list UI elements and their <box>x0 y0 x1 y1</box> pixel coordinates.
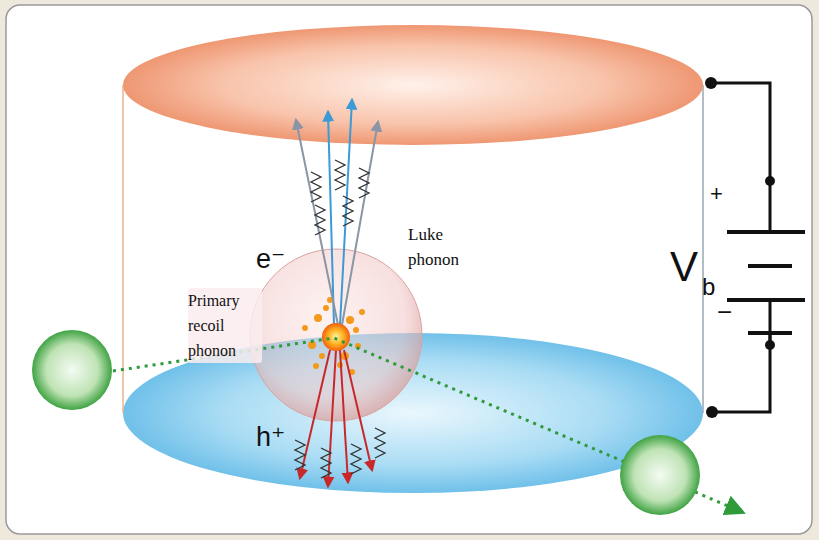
recoil-dot <box>319 353 325 359</box>
recoil-dot <box>314 314 322 322</box>
phonon-squiggle <box>351 444 361 474</box>
cylinder-side <box>122 85 124 413</box>
carrier-arrow <box>340 100 352 325</box>
interaction-sphere <box>250 249 422 421</box>
recoil-dot <box>302 325 308 331</box>
plus-sign: + <box>710 182 723 206</box>
recoil-dot <box>353 327 359 333</box>
recoil-core <box>322 323 350 351</box>
primary-recoil-label: Primary recoil phonon <box>188 288 262 363</box>
phonon-squiggle <box>295 440 305 470</box>
carrier-arrow <box>340 350 348 482</box>
carrier-arrows <box>296 100 378 486</box>
recoil-dot <box>346 316 354 324</box>
carrier-arrow <box>328 350 336 486</box>
top-electrode <box>123 25 703 145</box>
recoil-dot <box>313 363 319 369</box>
phonon-squiggle <box>359 168 369 198</box>
terminal-dots <box>705 77 775 418</box>
electron-label: e⁻ <box>256 244 285 274</box>
minus-sign: − <box>717 298 732 326</box>
phonon-squiggle <box>321 448 331 478</box>
recoil-dot <box>359 309 365 315</box>
phonon-squiggle <box>343 196 353 226</box>
voltage-label: V <box>670 244 698 290</box>
carrier-arrow <box>300 350 330 478</box>
carrier-arrow <box>296 120 338 325</box>
hole-label: h⁺ <box>256 422 285 452</box>
carrier-arrow <box>342 122 378 325</box>
cylinder-side <box>702 85 704 413</box>
scattered-particle <box>620 435 700 515</box>
bias-circuit <box>711 83 805 412</box>
phonon-squiggle <box>375 428 385 458</box>
incoming-particle <box>32 330 112 410</box>
luke-phonon-label: Luke phonon <box>408 222 488 272</box>
recoil-dot <box>323 305 329 311</box>
phonon-squiggle <box>335 160 345 190</box>
luke-phonon-squiggles <box>295 160 385 478</box>
carrier-arrow <box>344 350 372 470</box>
phonon-squiggle <box>311 172 321 202</box>
phonon-squiggle <box>315 205 325 235</box>
voltage-subscript: b <box>702 274 715 300</box>
panel <box>6 5 812 534</box>
